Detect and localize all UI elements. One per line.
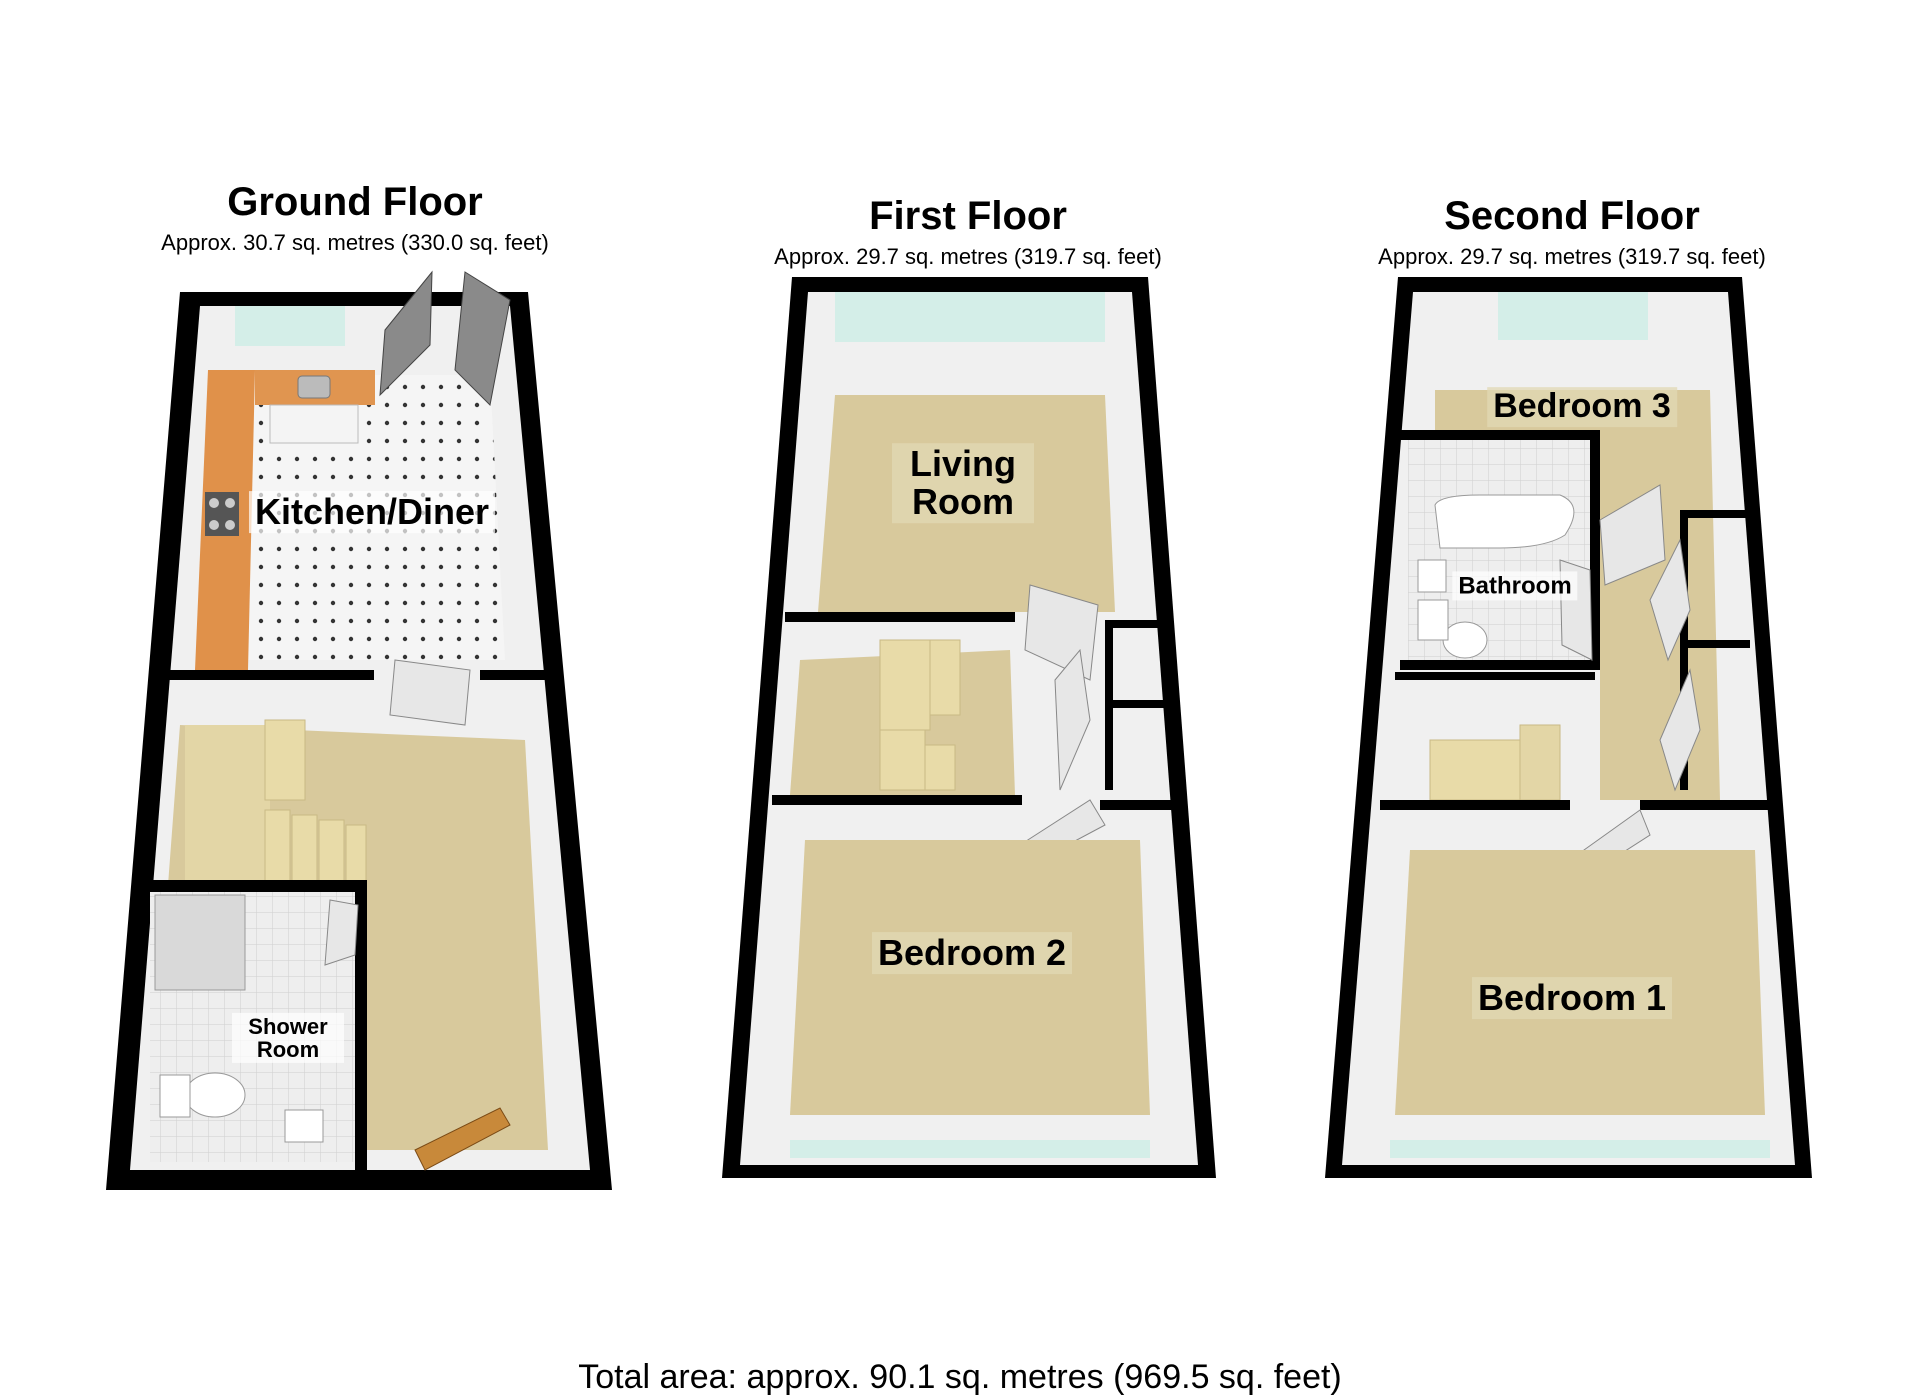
first-floor-title: First Floor bbox=[869, 194, 1067, 238]
second-floor-window-top bbox=[1498, 292, 1648, 340]
room-label-living-room: Living Room bbox=[892, 443, 1034, 523]
room-label-bedroom-1: Bedroom 1 bbox=[1471, 977, 1673, 1019]
ground-floor-area: Approx. 30.7 sq. metres (330.0 sq. feet) bbox=[161, 230, 549, 255]
french-door-right bbox=[454, 271, 511, 407]
shower-room-walls bbox=[150, 880, 365, 892]
ground-floor-title: Ground Floor bbox=[227, 180, 483, 224]
kitchen-sink bbox=[297, 375, 331, 399]
bedroom-2-carpet bbox=[790, 840, 1150, 1115]
kitchen-hall-door bbox=[389, 659, 471, 726]
bedroom-2-top-wall bbox=[772, 795, 1022, 805]
first-floor-cupboard-door bbox=[1054, 648, 1091, 791]
first-floor-area: Approx. 29.7 sq. metres (319.7 sq. feet) bbox=[774, 244, 1162, 269]
room-label-kitchen-diner: Kitchen/Diner bbox=[248, 491, 496, 533]
room-label-bathroom: Bathroom bbox=[1452, 571, 1578, 601]
second-floor-title: Second Floor bbox=[1444, 194, 1700, 238]
first-floor-stairs bbox=[879, 639, 961, 791]
room-label-bedroom-3: Bedroom 3 bbox=[1487, 387, 1677, 427]
second-floor-cupboard-door-2 bbox=[1659, 668, 1701, 792]
first-floor-window-bottom bbox=[790, 1140, 1150, 1158]
kitchen-cupboards bbox=[269, 404, 359, 444]
bathroom-walls bbox=[1400, 430, 1600, 440]
second-floor-plan bbox=[1325, 277, 1812, 1178]
second-floor-window-bottom bbox=[1390, 1140, 1770, 1158]
bathroom-toilet bbox=[1442, 621, 1488, 659]
first-floor-window-top bbox=[835, 292, 1105, 342]
bathroom-basin bbox=[1417, 559, 1447, 593]
front-door bbox=[414, 1107, 511, 1171]
bathroom-bath bbox=[1434, 494, 1575, 549]
shower-room-toilet bbox=[184, 1072, 246, 1118]
bedroom-3-door bbox=[1599, 484, 1666, 586]
total-area-caption: Total area: approx. 90.1 sq. metres (969… bbox=[578, 1358, 1342, 1396]
room-label-bedroom-2: Bedroom 2 bbox=[871, 932, 1073, 974]
ground-floor-plan bbox=[106, 270, 612, 1190]
shower-room-basin bbox=[284, 1109, 324, 1143]
shower-room-door bbox=[324, 899, 359, 966]
bedroom-1-top-wall bbox=[1380, 800, 1570, 810]
ground-floor-dividing-wall bbox=[168, 670, 374, 680]
second-floor-area: Approx. 29.7 sq. metres (319.7 sq. feet) bbox=[1378, 244, 1766, 269]
shower-cubicle bbox=[154, 894, 246, 991]
first-floor-cupboard-walls bbox=[1105, 620, 1165, 628]
room-label-shower-room: Shower Room bbox=[232, 1012, 344, 1064]
second-floor-cupboard-door-1 bbox=[1649, 538, 1691, 662]
french-door-left bbox=[379, 270, 433, 397]
ground-floor-window bbox=[235, 306, 345, 346]
first-floor-plan bbox=[722, 277, 1216, 1178]
second-floor-stairs bbox=[1429, 724, 1561, 801]
kitchen-hob bbox=[205, 492, 239, 536]
second-floor-stairwell-wall bbox=[1395, 672, 1595, 680]
second-floor-cupboard-walls bbox=[1680, 510, 1750, 518]
ground-floor-stairs bbox=[185, 719, 367, 886]
first-floor-mid-wall bbox=[785, 612, 1015, 622]
